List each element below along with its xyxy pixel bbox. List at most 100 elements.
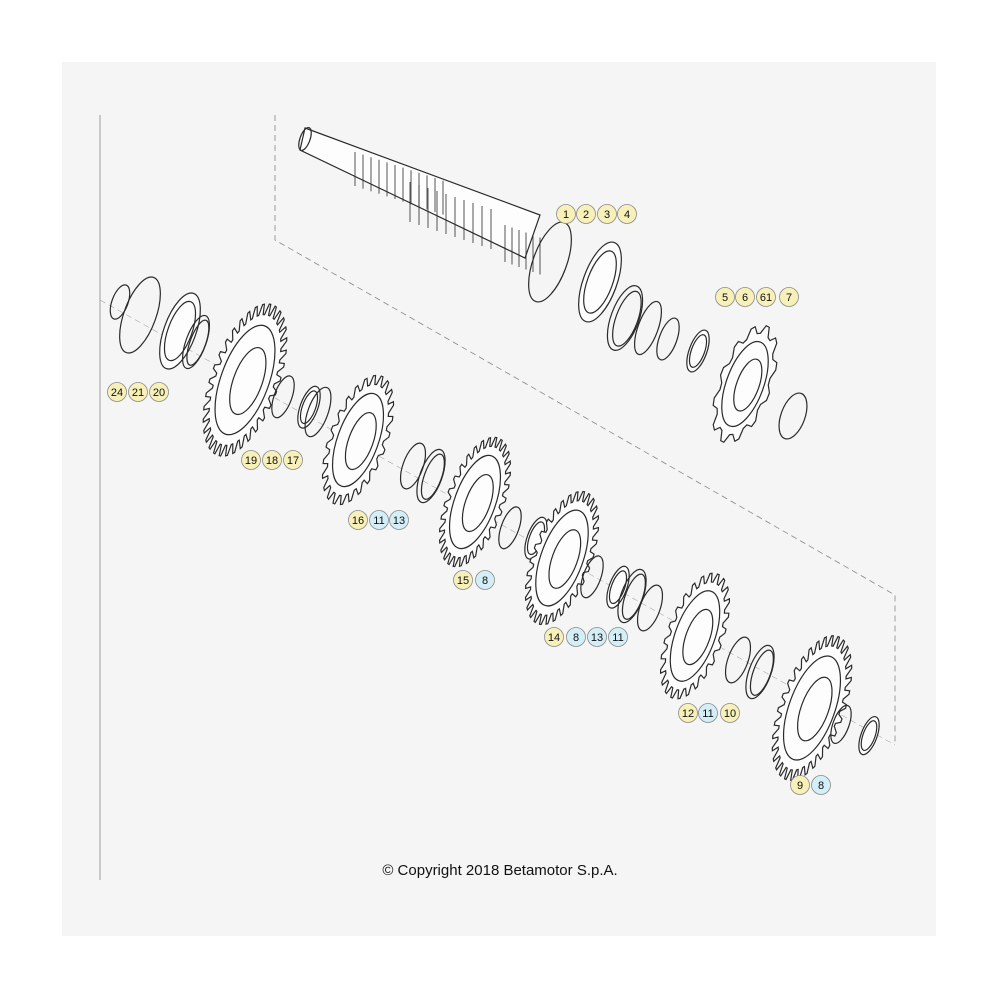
callout-circle	[389, 510, 409, 530]
callout-2: 2	[576, 204, 596, 224]
gear-hub	[331, 392, 385, 488]
callout-14: 14	[544, 627, 564, 647]
callout-4: 4	[617, 204, 637, 224]
gear-hub	[535, 509, 589, 607]
callout-circle	[556, 204, 576, 224]
callout-20: 20	[149, 382, 169, 402]
bushing-end	[580, 555, 604, 599]
callout-label: 13	[393, 515, 405, 527]
callout-circle	[597, 204, 617, 224]
callout-circle	[617, 204, 637, 224]
sprocket-6	[712, 324, 778, 444]
ring-outer	[109, 284, 131, 320]
callout-label: 5	[722, 292, 728, 304]
gear-15	[438, 436, 512, 568]
callout-label: 24	[111, 387, 123, 399]
callout-circle	[811, 775, 831, 795]
callout-13: 13	[587, 627, 607, 647]
bushing-face	[606, 565, 630, 609]
gear-bore	[229, 346, 267, 416]
callout-circle	[576, 204, 596, 224]
callout-label: 11	[612, 632, 623, 644]
callout-circle	[149, 382, 169, 402]
bushing-end	[119, 276, 161, 354]
ring-11a	[399, 442, 427, 490]
bushing-bore	[583, 250, 617, 314]
callout-11: 11	[608, 627, 628, 647]
callout-label: 20	[153, 387, 165, 399]
callout-label: 10	[724, 708, 736, 720]
callout-15: 15	[453, 570, 473, 590]
bushing-8c	[830, 704, 880, 756]
gear-outline	[524, 490, 600, 626]
gear-outline	[659, 572, 731, 700]
gear-14	[524, 490, 600, 626]
gear-hub	[448, 454, 502, 550]
ring-outer	[633, 300, 663, 356]
callout-circle	[348, 510, 368, 530]
spacer-ring-4	[633, 300, 663, 356]
callout-circle	[475, 570, 495, 590]
callout-17: 17	[283, 450, 303, 470]
callout-5: 5	[715, 287, 735, 307]
callout-circle	[608, 627, 628, 647]
callout-label: 4	[624, 209, 630, 221]
gear-16	[321, 374, 395, 506]
callout-label: 15	[457, 575, 469, 587]
ring-outer	[724, 636, 752, 684]
callout-10: 10	[720, 703, 740, 723]
bearing-1	[528, 221, 622, 323]
circlip-7	[778, 392, 808, 440]
gear-bore	[682, 608, 714, 666]
gear-hub	[669, 590, 721, 682]
gear-outline	[321, 374, 395, 506]
callout-18: 18	[262, 450, 282, 470]
bushing-bore	[163, 300, 197, 362]
callout-label: 8	[482, 575, 488, 587]
circlip-24	[109, 284, 131, 320]
callout-circle	[369, 510, 389, 530]
callout-label: 14	[548, 632, 560, 644]
callout-label: 3	[604, 209, 610, 221]
gear-19	[202, 303, 288, 457]
copyright-notice: © Copyright 2018 Betamotor S.p.A.	[382, 862, 618, 879]
callout-label: 12	[682, 708, 694, 720]
gear-outline	[712, 324, 778, 444]
ring-inner	[420, 453, 445, 500]
bushing-8b	[580, 555, 630, 609]
callout-circle	[735, 287, 755, 307]
callout-11: 11	[369, 510, 389, 530]
gear-bore	[797, 676, 833, 742]
callout-circle	[790, 775, 810, 795]
callout-label: 18	[266, 455, 278, 467]
bushing-face	[578, 241, 622, 323]
callout-label: 61	[760, 292, 772, 304]
bushing-end	[498, 506, 522, 550]
callout-label: 19	[245, 455, 257, 467]
ring-outer	[778, 392, 808, 440]
bushing-face	[858, 716, 880, 756]
gear-outline	[771, 635, 853, 781]
callout-label: 16	[352, 515, 364, 527]
callout-circle	[107, 382, 127, 402]
washer-20	[181, 314, 211, 370]
callout-circle	[715, 287, 735, 307]
callout-label: 17	[287, 455, 299, 467]
ring-13a	[416, 448, 446, 504]
callout-label: 13	[591, 632, 603, 644]
callout-1: 1	[556, 204, 576, 224]
callout-circle	[756, 287, 776, 307]
callout-label: 6	[742, 292, 748, 304]
callout-circle	[779, 287, 799, 307]
gear-outline	[438, 436, 512, 568]
gear-outline	[202, 303, 288, 457]
callout-8: 8	[566, 627, 586, 647]
seal-ring-3	[606, 285, 644, 351]
bushing-bore	[860, 720, 878, 752]
callout-circle	[587, 627, 607, 647]
callout-label: 7	[786, 292, 792, 304]
callout-circle	[566, 627, 586, 647]
callout-circle	[283, 450, 303, 470]
bushing-face	[686, 329, 710, 373]
